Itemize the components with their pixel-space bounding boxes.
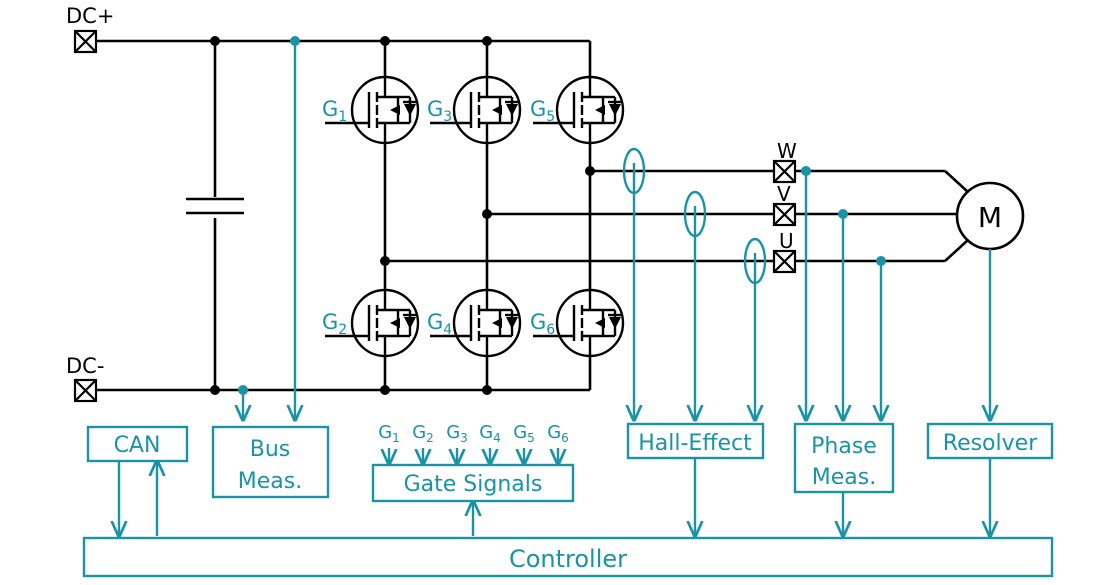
gate-signal-label-5: G5 bbox=[513, 422, 535, 445]
mosfet-q2 bbox=[325, 288, 420, 358]
function-blocks[interactable] bbox=[82, 422, 1054, 578]
labels-dark: DC+ DC- W V U M bbox=[66, 4, 1002, 378]
motor-lead-u-bend bbox=[944, 239, 969, 262]
block-label-controller: Controller bbox=[509, 545, 627, 573]
junction-leg3-phase-w bbox=[585, 166, 595, 176]
junction-leg1-phase-u bbox=[380, 256, 390, 266]
block-label-resolver: Resolver bbox=[943, 431, 1038, 456]
gate-signal-label-4: G4 bbox=[479, 422, 501, 445]
terminal-phase-w bbox=[772, 159, 797, 184]
terminal-dc-positive bbox=[73, 29, 98, 54]
label-dc-positive: DC+ bbox=[66, 4, 114, 28]
gate-signal-label-3: G3 bbox=[446, 422, 468, 445]
mosfet-symbols bbox=[325, 75, 625, 358]
label-phase-w: W bbox=[777, 139, 797, 163]
gate-label-q2: G2 bbox=[322, 310, 347, 338]
labels-signal: G1 G3 G5 G2 G4 G6 G1 G2 G3 G4 G5 G6 CAN … bbox=[114, 97, 1039, 573]
tap-phase-v bbox=[838, 209, 848, 219]
block-label-phase-meas-line1: Phase bbox=[811, 434, 877, 459]
terminal-phase-v bbox=[772, 202, 797, 227]
mosfet-q5 bbox=[533, 75, 625, 145]
junction-dcminus-cap bbox=[210, 385, 220, 395]
junction-dcminus-leg2 bbox=[482, 385, 492, 395]
gate-label-q3: G3 bbox=[427, 97, 452, 125]
gate-label-q4: G4 bbox=[427, 310, 452, 338]
tap-dcminus bbox=[238, 385, 248, 395]
gate-signal-label-2: G2 bbox=[412, 422, 434, 445]
junction-dcplus-cap bbox=[210, 36, 220, 46]
label-dc-negative: DC- bbox=[66, 354, 104, 378]
block-can[interactable] bbox=[86, 425, 189, 463]
hall-sensor-loop-v bbox=[683, 190, 707, 238]
block-label-bus-meas-line1: Bus bbox=[250, 437, 291, 462]
block-phase-meas[interactable] bbox=[793, 422, 895, 494]
power-junctions bbox=[210, 36, 595, 395]
motor-lead-w-bend bbox=[944, 170, 969, 193]
block-label-phase-meas-line2: Meas. bbox=[812, 465, 876, 490]
junction-dcplus-leg2 bbox=[482, 36, 492, 46]
terminal-dc-negative bbox=[73, 378, 98, 403]
block-bus-meas[interactable] bbox=[211, 425, 330, 499]
tap-phase-u bbox=[876, 256, 886, 266]
hall-sensor-loop-w bbox=[622, 147, 646, 195]
block-label-bus-meas-line2: Meas. bbox=[238, 469, 302, 494]
gate-label-q5: G5 bbox=[530, 97, 555, 125]
block-label-can: CAN bbox=[114, 433, 161, 458]
block-hall-effect[interactable] bbox=[626, 422, 765, 460]
block-controller[interactable] bbox=[82, 536, 1054, 578]
mosfet-q6 bbox=[533, 288, 625, 358]
mosfet-q4 bbox=[430, 288, 522, 358]
block-gate-signals[interactable] bbox=[371, 463, 575, 503]
gate-signal-label-6: G6 bbox=[547, 422, 569, 445]
tap-phase-w bbox=[801, 166, 811, 176]
block-label-hall-effect: Hall-Effect bbox=[638, 431, 752, 456]
label-phase-u: U bbox=[779, 229, 794, 253]
junction-dcminus-leg1 bbox=[380, 385, 390, 395]
block-label-gate-signals: Gate Signals bbox=[404, 472, 543, 497]
label-phase-v: V bbox=[777, 182, 791, 206]
gate-label-q6: G6 bbox=[530, 310, 555, 338]
gate-signal-label-1: G1 bbox=[378, 422, 400, 445]
mosfet-q3 bbox=[430, 75, 522, 145]
label-motor: M bbox=[978, 201, 1002, 234]
signal-tap-dots bbox=[238, 36, 886, 395]
signal-wiring bbox=[119, 41, 990, 536]
block-resolver[interactable] bbox=[926, 422, 1054, 460]
mosfet-q1 bbox=[325, 75, 420, 145]
gate-label-q1: G1 bbox=[322, 97, 347, 125]
junction-leg2-phase-v bbox=[482, 209, 492, 219]
tap-dcplus bbox=[290, 36, 300, 46]
junction-dcplus-leg1 bbox=[380, 36, 390, 46]
hall-sensor-loop-u bbox=[743, 237, 767, 285]
terminal-symbols bbox=[73, 29, 797, 403]
terminal-phase-u bbox=[772, 249, 797, 274]
